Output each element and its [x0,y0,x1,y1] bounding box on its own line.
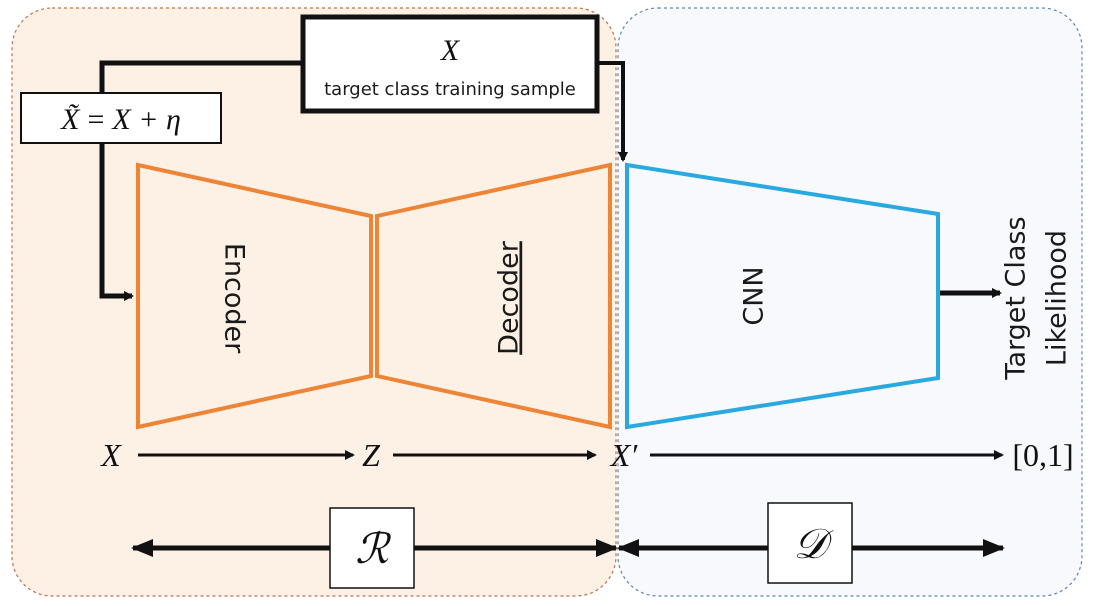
flow-x-prime: X′ [609,437,639,473]
r-label: ℛ [355,527,391,573]
cnn-block [625,162,940,430]
d-region [617,7,1083,597]
noise-to-encoder-connector [99,143,134,301]
d-label-box [767,502,853,584]
input-sample-box [300,14,600,114]
encoder-block [136,162,373,430]
flow-z: Z [362,437,381,473]
cnn-label: CNN [739,266,770,325]
encoder-label: Encoder [219,243,250,354]
noise-equation: X̃=X + η [60,103,181,136]
r-region [11,7,617,597]
input-to-encoder-connector [99,60,303,93]
input-to-cnn-connector [597,61,628,162]
decoder-block [375,162,612,430]
input-symbol: X [440,34,461,67]
r-label-box [329,507,415,589]
output-label-line1: Target Class [1001,216,1032,380]
flow-range: [0,1] [1012,437,1073,473]
decoder-label: Decoder [494,240,525,355]
output-label-line2: Likelihood [1042,230,1073,366]
noise-equation-box [20,92,222,144]
input-caption: target class training sample [324,79,576,100]
flow-x: X [99,437,122,473]
